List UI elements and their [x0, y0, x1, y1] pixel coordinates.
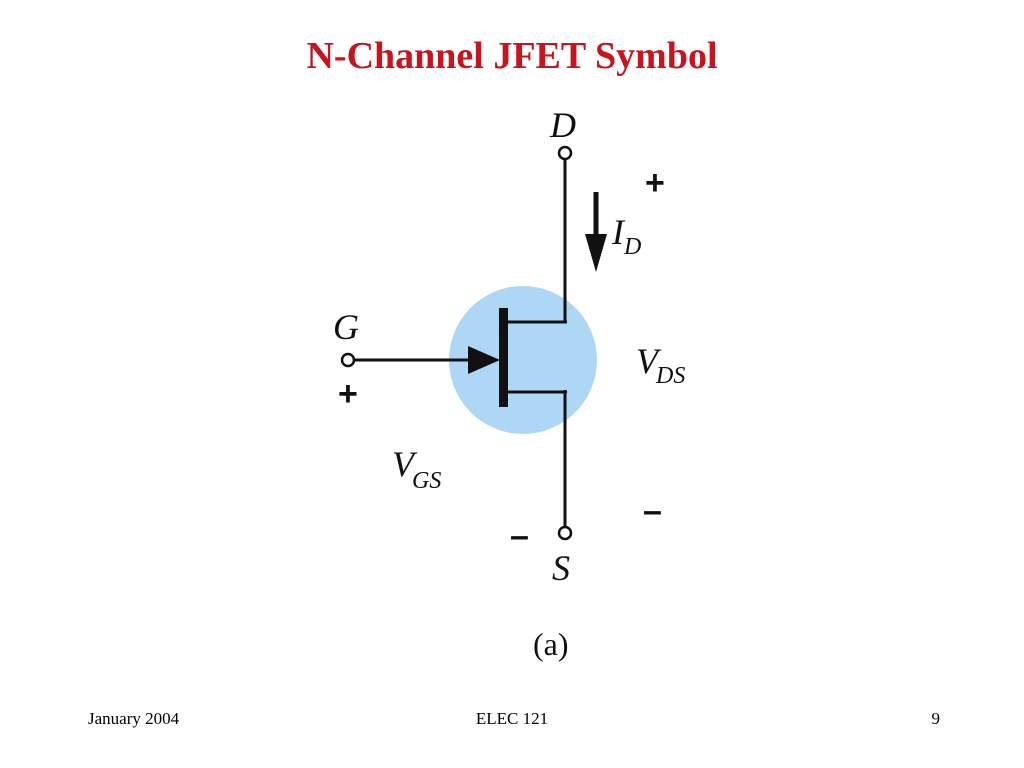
source-label: S: [552, 548, 570, 588]
drain-terminal[interactable]: [557, 145, 573, 161]
slide-title: N-Channel JFET Symbol: [306, 35, 718, 77]
vgs-label: V: [392, 444, 418, 484]
footer-page-number: 9: [931, 709, 941, 728]
drain-current-subscript: D: [623, 234, 641, 260]
vgs-minus-sign: –: [510, 517, 529, 555]
vds-label: V: [636, 341, 662, 381]
gate-arrow: [468, 346, 500, 374]
vds-minus-sign: –: [643, 492, 662, 530]
source-terminal[interactable]: [557, 525, 573, 541]
footer-course: ELEC 121: [475, 709, 549, 728]
vgs-subscript: GS: [412, 468, 441, 494]
drain-current-arrowhead: [585, 234, 607, 272]
drain-label: D: [549, 105, 576, 145]
vds-plus-sign: +: [645, 164, 665, 202]
channel-bar: [499, 308, 508, 407]
figure-caption: (a): [533, 626, 569, 662]
footer-date: January 2004: [88, 709, 180, 728]
gate-label: G: [333, 307, 359, 347]
vds-subscript: DS: [655, 363, 685, 389]
drain-current-label: I: [611, 212, 626, 252]
vgs-plus-sign: +: [338, 375, 358, 413]
gate-terminal[interactable]: [340, 352, 356, 368]
